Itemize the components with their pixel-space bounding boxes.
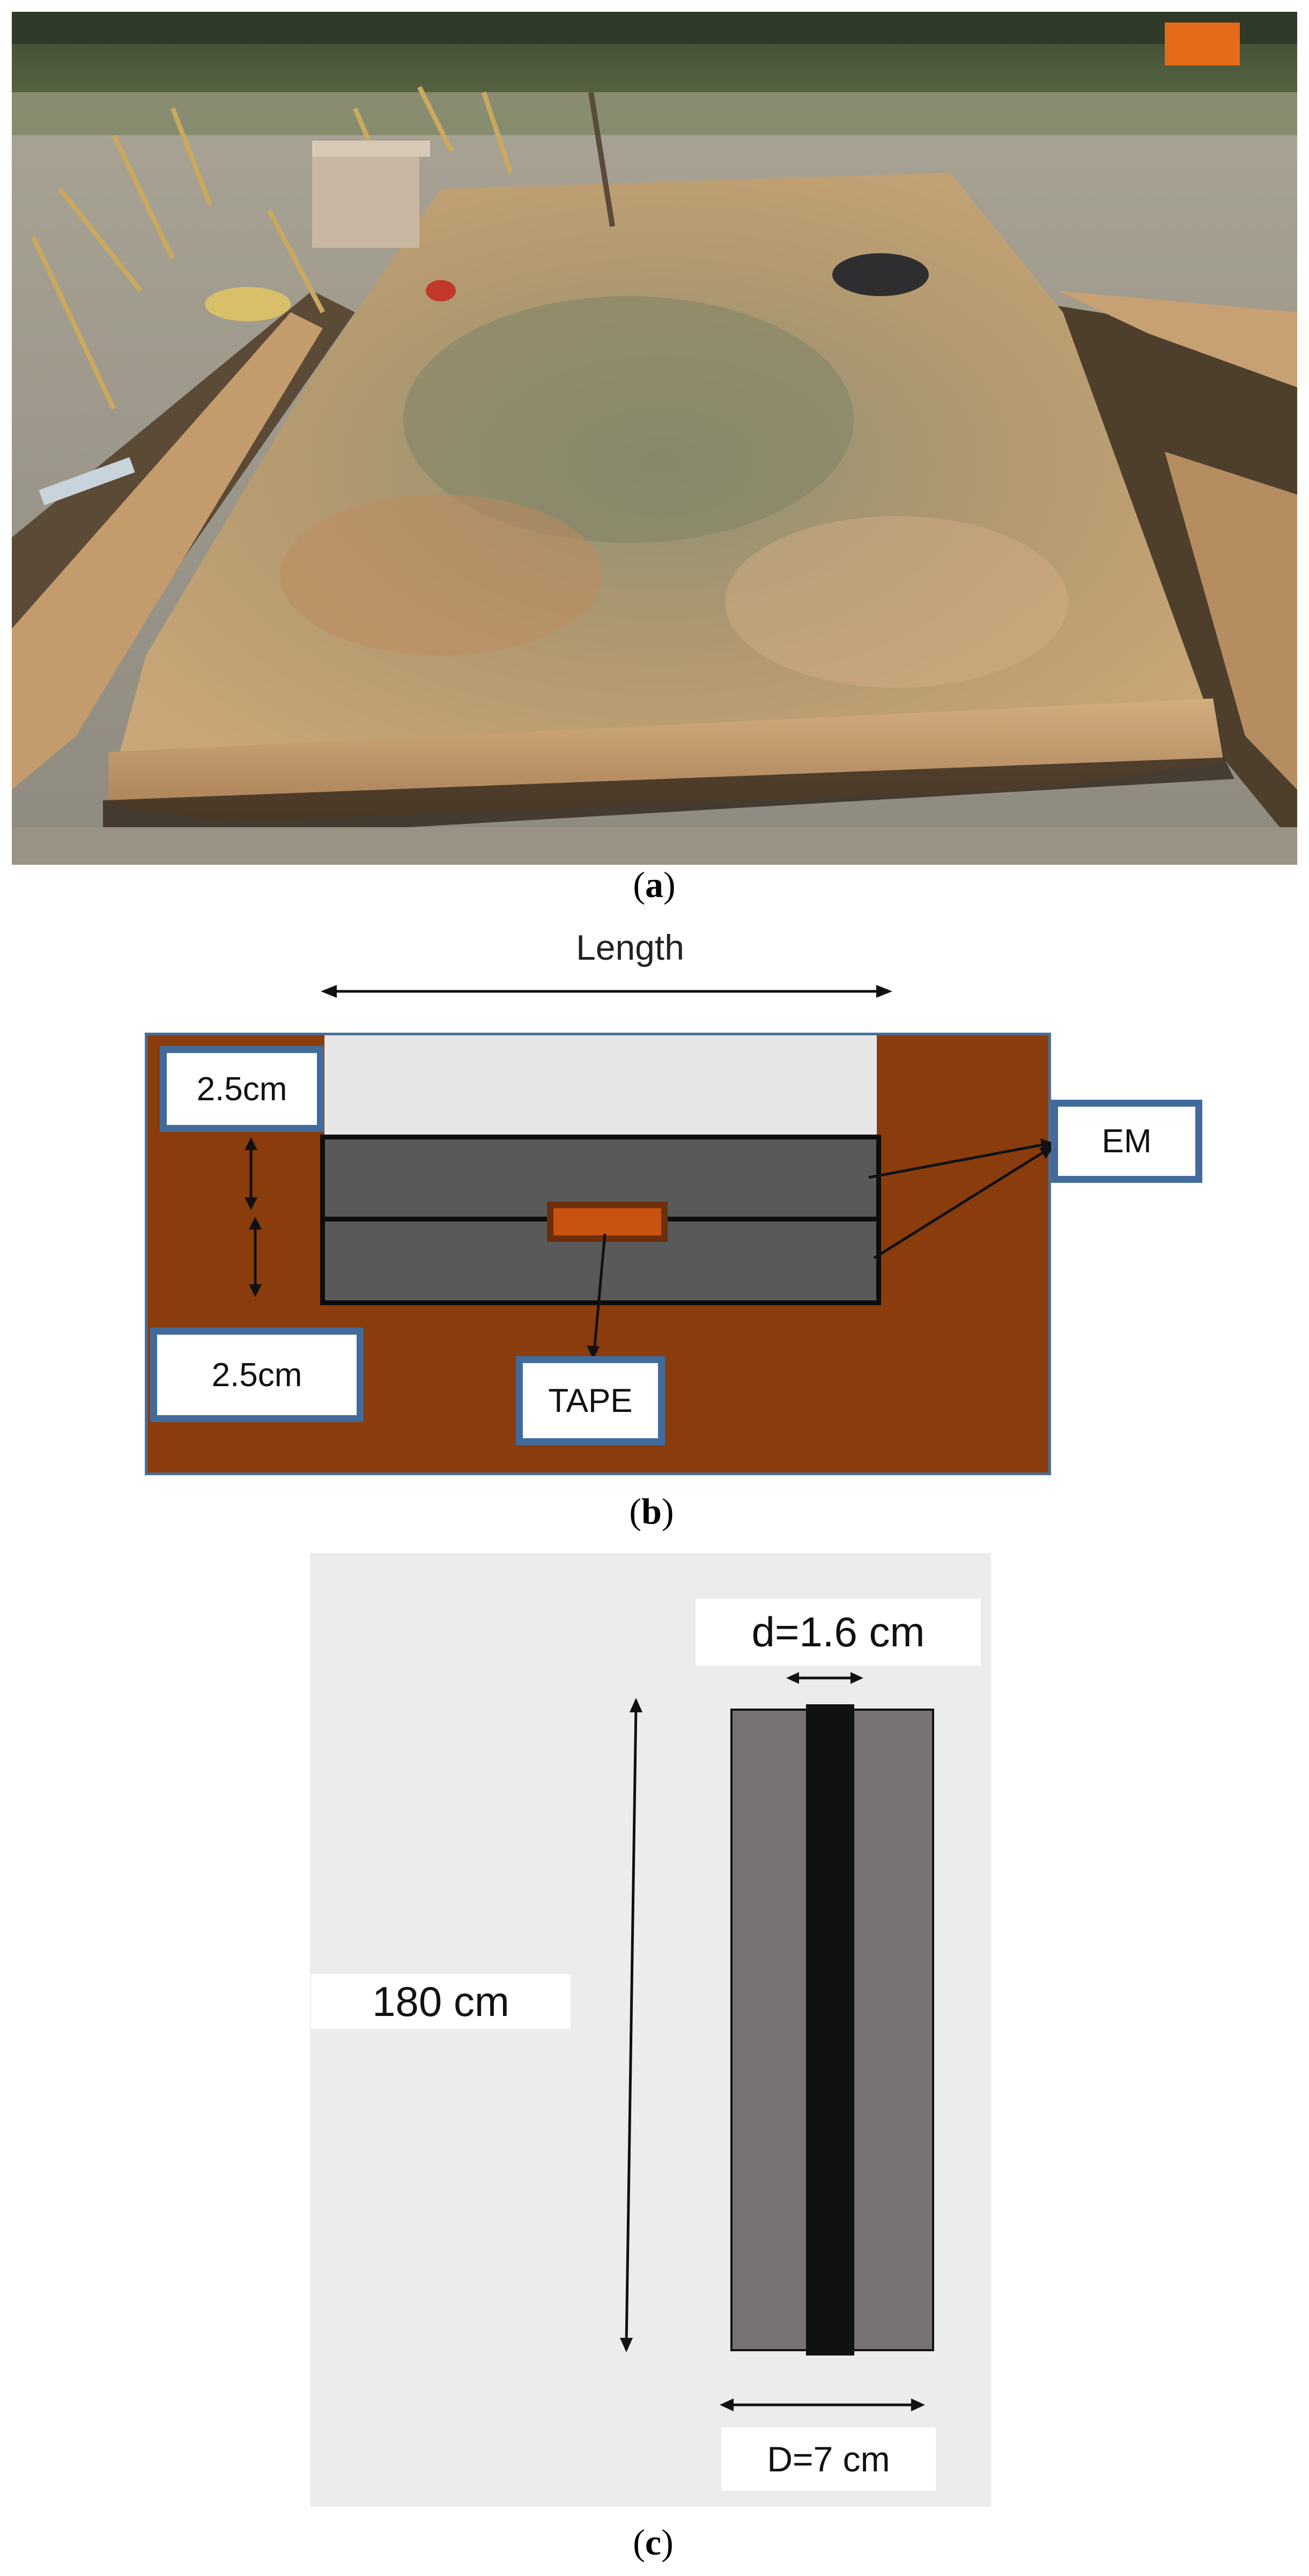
sample-geometry-panel <box>310 1553 991 2507</box>
caption-b: (b) <box>629 1491 674 1532</box>
inner-core <box>806 1704 854 2356</box>
backfill-void <box>324 1035 877 1135</box>
outer-diameter-label: D=7 cm <box>721 2427 936 2491</box>
field-photo-illustration <box>12 12 1297 865</box>
caption-c: (c) <box>633 2522 674 2563</box>
length-label: Length <box>576 928 684 967</box>
inner-diameter-label: d=1.6 cm <box>696 1599 981 1666</box>
top-thickness-label: 2.5cm <box>160 1046 324 1132</box>
tape-label: TAPE <box>516 1356 665 1445</box>
bottom-thickness-label: 2.5cm <box>150 1328 364 1422</box>
field-photo <box>12 12 1297 865</box>
tape-element <box>547 1202 668 1242</box>
em-label: EM <box>1051 1100 1202 1183</box>
caption-a: (a) <box>633 864 676 905</box>
sample-length-label: 180 cm <box>311 1974 571 2029</box>
length-arrow <box>321 985 892 998</box>
